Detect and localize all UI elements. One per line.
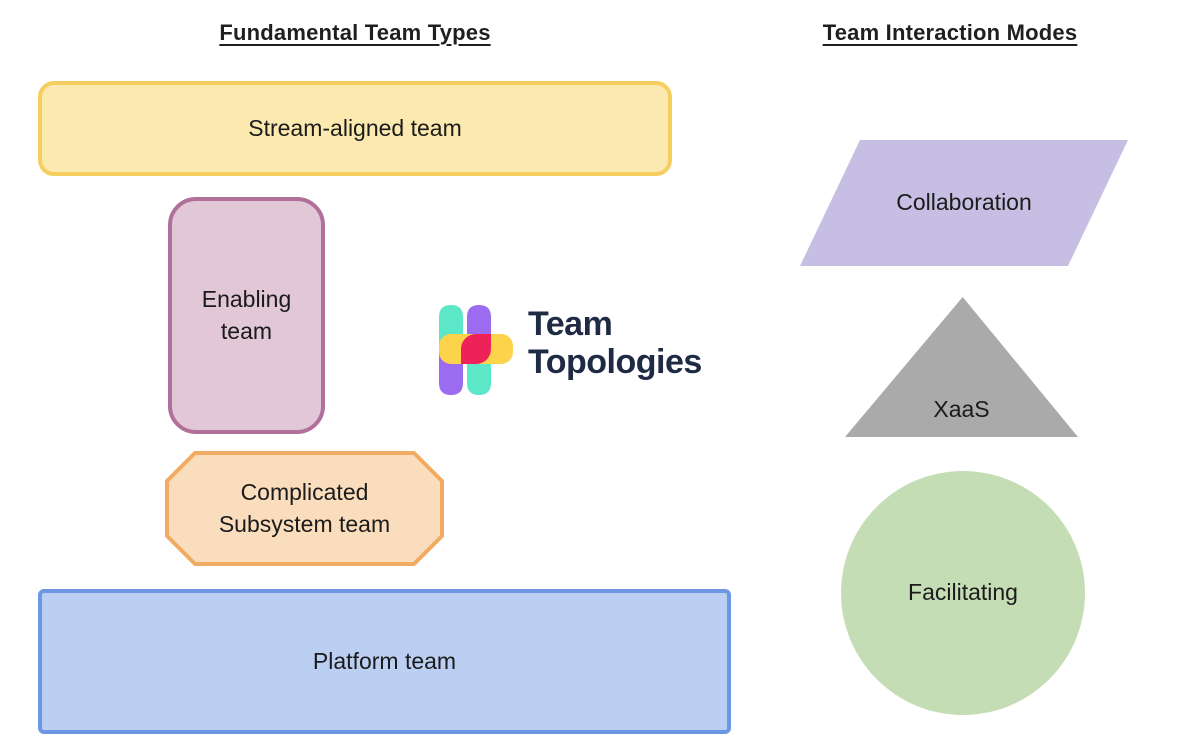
- collaboration-shape: Collaboration: [800, 140, 1128, 266]
- team-topologies-logo-icon: [439, 305, 513, 395]
- octagon-outline: [165, 451, 444, 566]
- team-topologies-wordmark: Team Topologies: [528, 305, 702, 381]
- facilitating-label: Facilitating: [908, 579, 1018, 606]
- team-types-title: Fundamental Team Types: [219, 20, 491, 45]
- logo-line-1: Team: [528, 305, 613, 343]
- stream-aligned-team-label: Stream-aligned team: [248, 114, 462, 141]
- enabling-team-shape: Enabling team: [168, 197, 325, 434]
- xaas-shape: XaaS: [845, 297, 1078, 437]
- complicated-subsystem-team-shape: Complicated Subsystem team: [165, 451, 444, 566]
- team-topologies-logo: Team Topologies: [437, 303, 737, 399]
- interaction-modes-title: Team Interaction Modes: [822, 20, 1078, 45]
- logo-line-2: Topologies: [528, 343, 702, 381]
- stream-aligned-team-shape: Stream-aligned team: [38, 81, 672, 176]
- facilitating-shape: Facilitating: [841, 471, 1085, 715]
- enabling-team-label: Enabling team: [201, 286, 292, 344]
- platform-team-label: Platform team: [312, 647, 457, 674]
- collaboration-label: Collaboration: [896, 189, 1032, 216]
- xaas-label: XaaS: [933, 395, 990, 422]
- platform-team-shape: Platform team: [38, 589, 731, 734]
- complicated-subsystem-team-label: Complicated Subsystem team: [218, 479, 391, 537]
